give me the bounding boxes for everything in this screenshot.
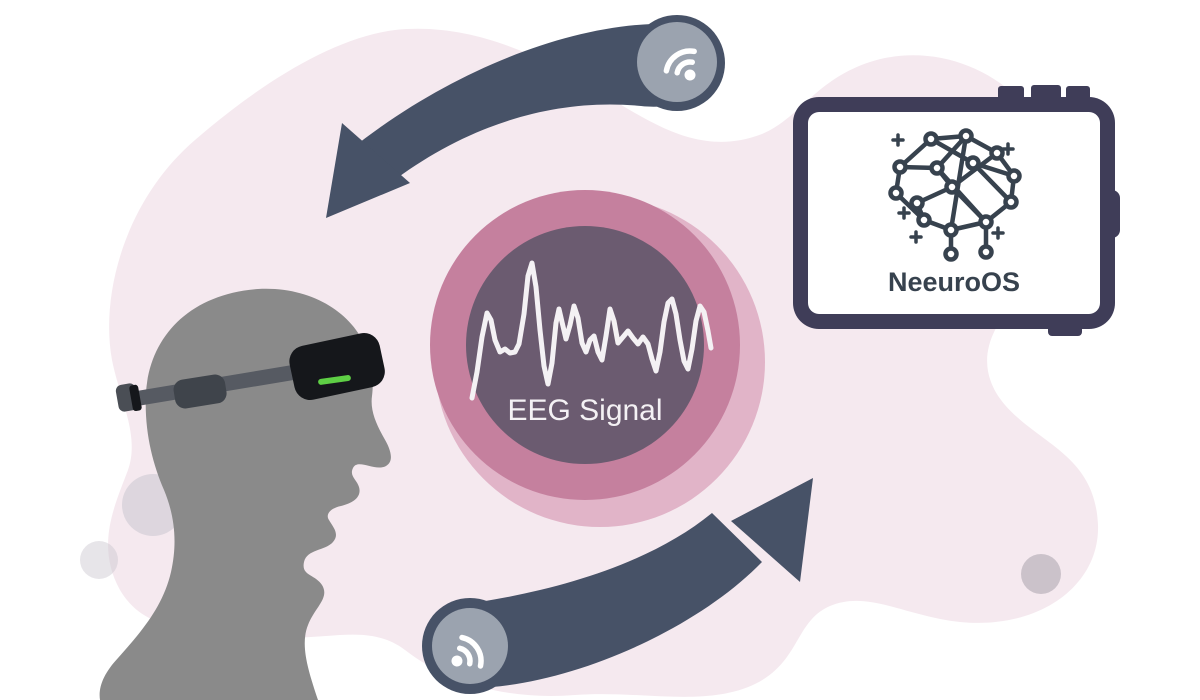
eeg-signal-badge: EEG Signal bbox=[430, 190, 740, 500]
headband-rear-pod bbox=[173, 374, 227, 409]
tablet-device: NeeuroOS bbox=[793, 85, 1120, 336]
eeg-waveform bbox=[469, 260, 714, 401]
wifi-signal-icon bbox=[451, 634, 484, 669]
headband-clasp bbox=[129, 384, 142, 412]
headband-sensor-pod bbox=[289, 333, 385, 400]
wifi-badge-circle bbox=[432, 608, 508, 684]
eeg-signal-label: EEG Signal bbox=[507, 394, 662, 427]
led-indicator bbox=[318, 375, 351, 385]
arrow-shaft bbox=[427, 513, 762, 688]
eeg-headband bbox=[115, 333, 385, 412]
sparkle-icons bbox=[891, 133, 1015, 244]
tablet-app-name: NeeuroOS bbox=[888, 267, 1020, 297]
brain-network-icon bbox=[888, 128, 1022, 262]
wifi-badge-circle bbox=[637, 22, 717, 102]
user-head bbox=[99, 288, 391, 700]
decorative-circle-bottom-right bbox=[1021, 554, 1061, 594]
arrow-top-wireless bbox=[326, 15, 725, 218]
decorative-circle-left-small bbox=[80, 541, 118, 579]
arrow-head bbox=[731, 478, 813, 582]
wifi-signal-icon bbox=[663, 48, 697, 81]
arrow-shaft bbox=[350, 23, 707, 188]
brain-network-nodes bbox=[888, 128, 1022, 262]
arrow-bottom-wireless bbox=[422, 478, 813, 694]
arrow-head bbox=[326, 123, 410, 218]
